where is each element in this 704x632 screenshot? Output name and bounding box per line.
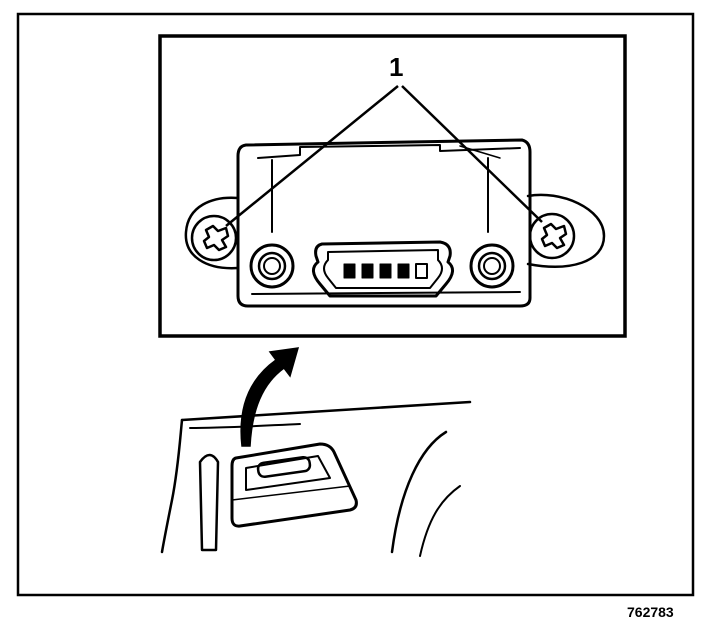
connector-terminal [343, 263, 356, 279]
callout-leaders [225, 85, 543, 227]
console-slot [198, 453, 220, 552]
outer-frame [16, 12, 695, 597]
right-screw [528, 212, 576, 260]
left-screw [190, 214, 238, 262]
leader-line-right [401, 85, 543, 223]
connector-terminal [361, 263, 374, 279]
console-contour [180, 400, 472, 422]
callout-label: 1 [389, 52, 404, 82]
detail-inset-frame [158, 34, 627, 338]
left-mounting-ear [184, 196, 240, 270]
module-housing [236, 138, 532, 308]
leader-line-left [225, 85, 399, 227]
trim-contour-right [390, 430, 448, 554]
connector-terminal [415, 263, 428, 279]
connector-terminal [397, 263, 410, 279]
housing-top-edge [257, 144, 521, 159]
electrical-connector [312, 240, 454, 298]
left-grommet [249, 243, 295, 289]
connector-terminal [379, 263, 392, 279]
right-mounting-ear [526, 193, 606, 268]
vehicle-location-view [160, 400, 472, 557]
figure-id: 762783 [627, 604, 674, 620]
left-screw-head-icon [202, 224, 230, 252]
module-in-vehicle [230, 442, 358, 528]
right-screw-head-icon [540, 222, 568, 250]
module-detail [184, 138, 606, 308]
right-grommet [469, 243, 515, 289]
location-arrow [240, 347, 300, 447]
